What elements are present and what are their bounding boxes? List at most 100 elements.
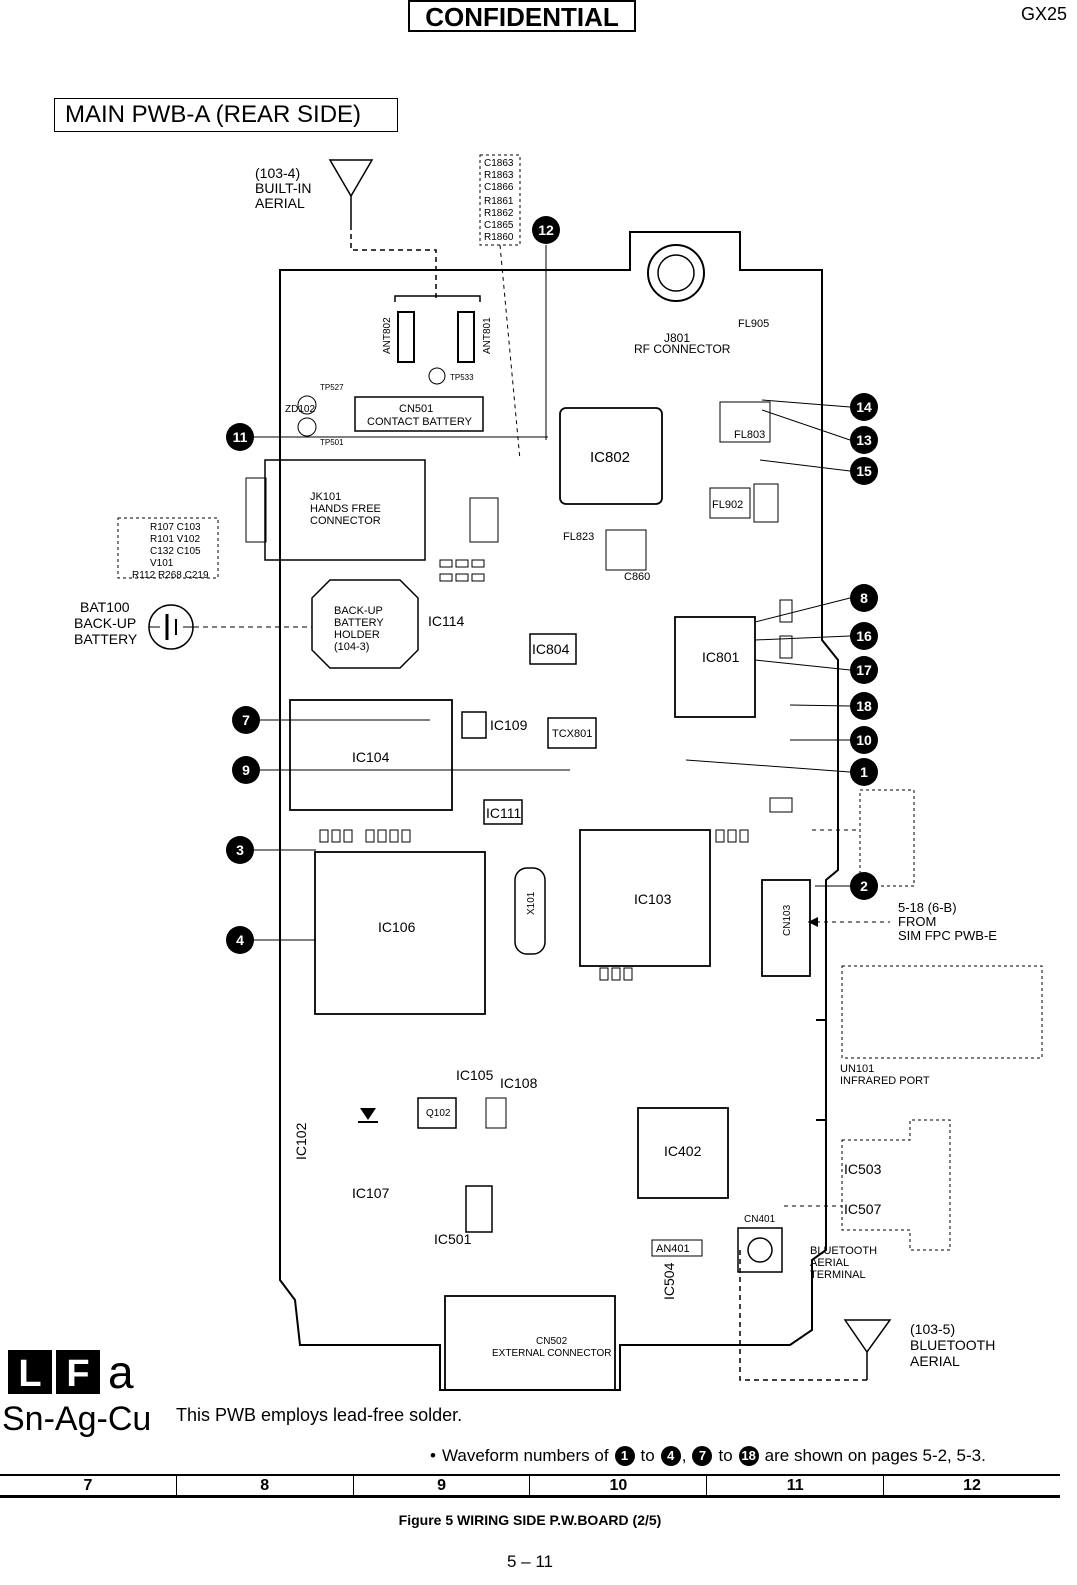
svg-text:R1862: R1862 (484, 208, 514, 219)
grid-col: 11 (707, 1476, 885, 1495)
svg-text:FL823: FL823 (563, 531, 594, 543)
external-connector-label-1: CN502 (536, 1336, 568, 1347)
svg-text:12: 12 (538, 222, 554, 238)
marker-7 (232, 706, 260, 734)
ic109-chip (461, 711, 487, 739)
svg-text:3: 3 (236, 842, 244, 858)
bt-terminal-label-1: BLUETOOTH (810, 1245, 877, 1257)
waveform-note: • Waveform numbers of 1 to 4, 7 to 18 ar… (430, 1446, 986, 1466)
contact-battery-box (354, 396, 484, 432)
solder-alloy: Sn-Ag-Cu (2, 1400, 152, 1438)
wave-badge-18: 18 (738, 1446, 759, 1466)
marker-3 (226, 836, 254, 864)
ic501-label: IC501 (434, 1231, 472, 1247)
infrared-label-2: INFRARED PORT (840, 1075, 930, 1087)
marker-10 (850, 726, 878, 754)
ic104-label: IC104 (352, 749, 390, 765)
external-connector-label-2: EXTERNAL CONNECTOR (492, 1348, 611, 1359)
svg-text:FL803: FL803 (734, 429, 765, 441)
wave-prefix: Waveform numbers of (441, 1446, 609, 1465)
svg-text:C860: C860 (624, 571, 650, 583)
svg-text:R1861: R1861 (484, 196, 514, 207)
contact-battery-label-1: CN501 (399, 403, 433, 415)
ic103-chip (579, 829, 711, 967)
confidential-label: CONFIDENTIAL (408, 0, 636, 32)
builtin-aerial-label-3: AERIAL (255, 195, 305, 211)
backup-holder-label-3: HOLDER (334, 629, 380, 641)
wave-badge-1: 1 (614, 1446, 635, 1466)
from-sim-label-3: SIM FPC PWB-E (898, 928, 997, 943)
backup-holder-label-2: BATTERY (334, 617, 384, 629)
ic114-label: IC114 (428, 613, 465, 629)
page-title: MAIN PWB-A (REAR SIDE) (54, 98, 398, 132)
cn401-label: CN401 (744, 1214, 776, 1225)
ic802-chip (559, 407, 663, 505)
grid-col: 7 (0, 1476, 177, 1495)
svg-text:9: 9 (242, 762, 250, 778)
builtin-aerial-symbol (328, 159, 481, 302)
svg-text:TP527: TP527 (320, 383, 344, 392)
svg-text:15: 15 (856, 463, 872, 479)
ic105-label: IC105 (456, 1067, 494, 1083)
wave-to-1: to (640, 1446, 655, 1465)
backup-holder-label-1: BACK-UP (334, 605, 383, 617)
svg-text:11: 11 (233, 429, 248, 445)
svg-text:R1860: R1860 (484, 232, 514, 243)
ic402-label: IC402 (664, 1143, 702, 1159)
svg-text:FL902: FL902 (712, 499, 743, 511)
wave-badge-4: 4 (660, 1446, 681, 1466)
svg-text:ZD102: ZD102 (285, 404, 315, 415)
contact-battery-label-2: CONTACT BATTERY (367, 416, 473, 428)
hands-free-label-1: JK101 (310, 491, 341, 503)
cn103-label: CN103 (782, 904, 793, 936)
svg-text:R1863: R1863 (484, 170, 514, 181)
svg-text:7: 7 (242, 712, 250, 728)
logo-l: L (8, 1350, 52, 1395)
wave-comma: , (681, 1446, 687, 1465)
svg-text:ANT802: ANT802 (382, 317, 393, 354)
svg-text:FL905: FL905 (738, 318, 769, 330)
infrared-label-1: UN101 (840, 1063, 874, 1075)
from-sim-label-1: 5-18 (6-B) (898, 900, 957, 915)
ic111-chip (483, 799, 523, 825)
ic801-chip (674, 616, 756, 718)
bt-aerial-label-1: (103-5) (910, 1321, 955, 1337)
ic111-label: IC111 (486, 805, 521, 821)
svg-text:ANT801: ANT801 (482, 317, 493, 354)
svg-text:C1863: C1863 (484, 158, 514, 169)
svg-text:C1865: C1865 (484, 220, 514, 231)
marker-1 (850, 758, 878, 786)
svg-text:2: 2 (860, 878, 868, 894)
figure-caption: Figure 5 WIRING SIDE P.W.BOARD (2/5) (398, 1512, 662, 1528)
ic802-label: IC802 (590, 449, 630, 466)
grid-col: 12 (963, 1477, 981, 1494)
logo-f: F (56, 1350, 100, 1395)
model-number: GX25 (1020, 4, 1067, 24)
marker-16 (850, 622, 878, 650)
marker-14 (850, 393, 878, 421)
board-outline (279, 231, 839, 1391)
grid-col: 10 (530, 1476, 708, 1495)
marker-11 (226, 423, 254, 451)
svg-text:V101: V101 (150, 558, 174, 569)
cn103-connector (761, 879, 811, 977)
external-connector (444, 1295, 616, 1391)
bat100-label-3: BATTERY (74, 631, 138, 647)
svg-text:1: 1 (860, 764, 868, 780)
wave-bullet: • (430, 1446, 436, 1465)
svg-text:TP501: TP501 (320, 438, 344, 447)
ic503-label: IC503 (844, 1161, 882, 1177)
svg-text:R101 V102: R101 V102 (150, 534, 200, 545)
ic507-label: IC507 (844, 1201, 882, 1217)
ic103-label: IC103 (634, 891, 672, 907)
marker-13 (850, 426, 878, 454)
ic102-label: IC102 (293, 1122, 309, 1160)
wave-to-2: to (718, 1446, 733, 1465)
ic504-label: IC504 (661, 1262, 677, 1300)
ic108-label: IC108 (500, 1075, 538, 1091)
builtin-aerial-label-2: BUILT-IN (255, 180, 312, 196)
svg-text:13: 13 (856, 432, 872, 448)
svg-text:TP533: TP533 (450, 373, 474, 382)
waveform-markers: 12 14 13 15 11 8 16 17 18 7 10 9 1 3 2 4 (226, 216, 878, 954)
ic804-chip (529, 633, 577, 665)
